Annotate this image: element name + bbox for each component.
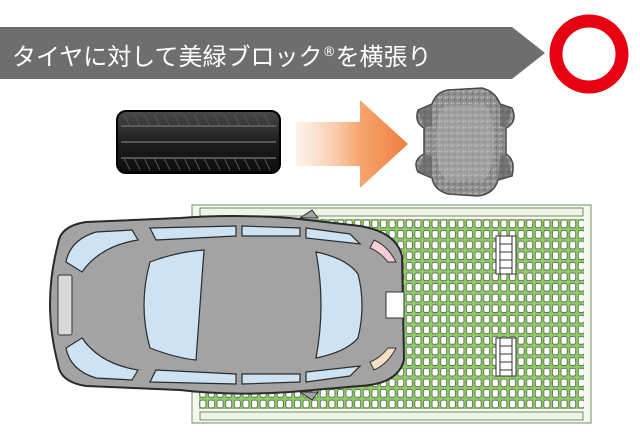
banner-text: タイヤに対して美緑ブロック®を横張り (12, 43, 432, 71)
registered-mark: ® (322, 45, 336, 60)
red-circle-ok-icon (549, 14, 629, 94)
car-top-view-icon (49, 209, 406, 401)
title-banner: タイヤに対して美緑ブロック®を横張り (0, 27, 545, 79)
orange-gradient-arrow-icon (296, 100, 408, 188)
green-block-icon (415, 87, 515, 197)
tire-icon (116, 110, 281, 174)
